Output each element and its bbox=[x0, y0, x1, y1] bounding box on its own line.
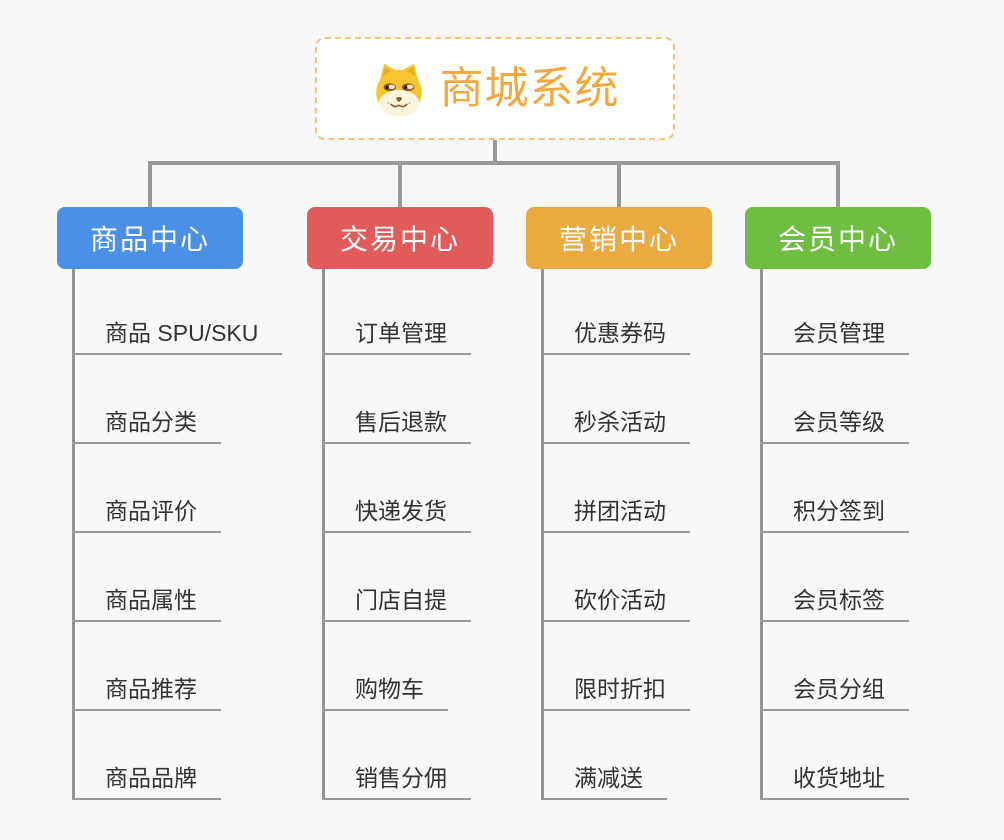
leaf-node[interactable]: 会员分组 bbox=[760, 669, 909, 711]
branch-label: 商品中心 bbox=[89, 224, 210, 255]
leaf-node[interactable]: 快递发货 bbox=[322, 491, 471, 533]
leaf-node[interactable]: 购物车 bbox=[322, 669, 448, 711]
branch-label: 营销中心 bbox=[558, 224, 679, 255]
dog-face-icon bbox=[371, 61, 427, 117]
branch-label: 交易中心 bbox=[339, 224, 460, 255]
leaf-node[interactable]: 积分签到 bbox=[760, 491, 909, 533]
leaf-node[interactable]: 商品属性 bbox=[72, 580, 221, 622]
leaf-node[interactable]: 商品分类 bbox=[72, 402, 221, 444]
root-node[interactable]: 商城系统 bbox=[315, 37, 675, 140]
connector-drop-2 bbox=[398, 161, 402, 207]
trunk-line-product-center bbox=[72, 269, 75, 800]
leaf-node[interactable]: 限时折扣 bbox=[541, 669, 690, 711]
leaf-node[interactable]: 售后退款 bbox=[322, 402, 471, 444]
trunk-line-trade-center bbox=[322, 269, 325, 800]
leaf-node[interactable]: 门店自提 bbox=[322, 580, 471, 622]
leaf-node[interactable]: 销售分佣 bbox=[322, 758, 471, 800]
leaf-node[interactable]: 商品评价 bbox=[72, 491, 221, 533]
leaf-node[interactable]: 会员等级 bbox=[760, 402, 909, 444]
root-title: 商城系统 bbox=[439, 63, 620, 113]
leaf-node[interactable]: 会员管理 bbox=[760, 313, 909, 355]
leaf-node[interactable]: 收货地址 bbox=[760, 758, 909, 800]
connector-drop-3 bbox=[617, 161, 621, 207]
leaf-node[interactable]: 拼团活动 bbox=[541, 491, 690, 533]
leaf-node[interactable]: 会员标签 bbox=[760, 580, 909, 622]
connector-horizontal-bar bbox=[148, 161, 840, 165]
leaf-node[interactable]: 优惠券码 bbox=[541, 313, 690, 355]
trunk-line-member-center bbox=[760, 269, 763, 800]
leaf-node[interactable]: 砍价活动 bbox=[541, 580, 690, 622]
connector-drop-1 bbox=[148, 161, 152, 207]
branch-node-trade-center[interactable]: 交易中心 bbox=[307, 207, 493, 269]
connector-drop-4 bbox=[836, 161, 840, 207]
trunk-line-marketing-center bbox=[541, 269, 544, 800]
branch-node-marketing-center[interactable]: 营销中心 bbox=[526, 207, 712, 269]
leaf-node[interactable]: 秒杀活动 bbox=[541, 402, 690, 444]
leaf-node[interactable]: 满减送 bbox=[541, 758, 667, 800]
connector-root-stem bbox=[493, 138, 497, 165]
branch-node-product-center[interactable]: 商品中心 bbox=[57, 207, 243, 269]
branch-node-member-center[interactable]: 会员中心 bbox=[745, 207, 931, 269]
leaf-node[interactable]: 订单管理 bbox=[322, 313, 471, 355]
leaf-node[interactable]: 商品品牌 bbox=[72, 758, 221, 800]
leaf-node[interactable]: 商品 SPU/SKU bbox=[72, 313, 283, 355]
leaf-node[interactable]: 商品推荐 bbox=[72, 669, 221, 711]
branch-label: 会员中心 bbox=[777, 224, 898, 255]
